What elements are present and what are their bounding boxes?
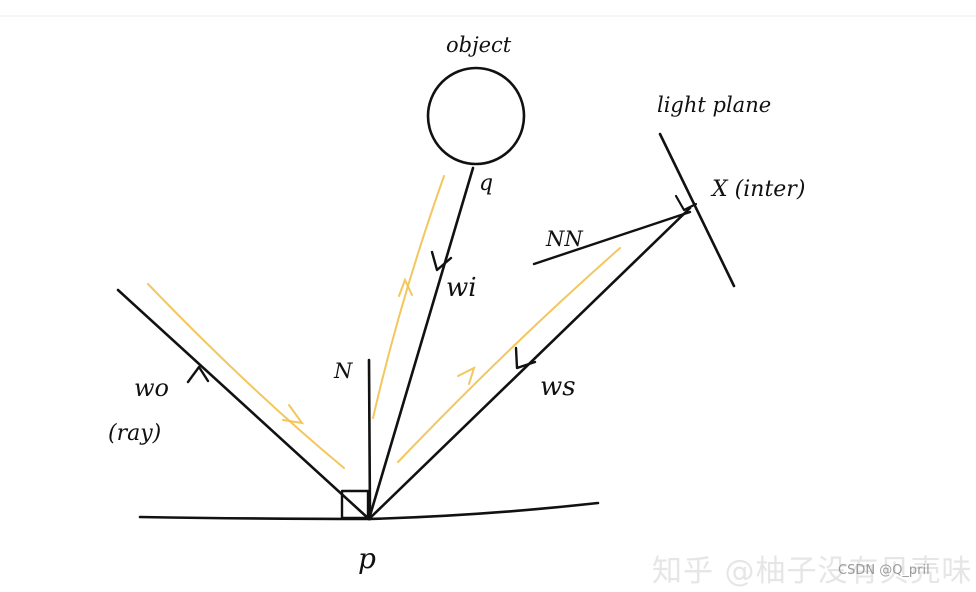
highlight-ws-arrow <box>457 366 476 385</box>
label-nn: NN <box>545 227 583 251</box>
csdn-watermark: CSDN @Q_pril <box>838 563 930 578</box>
wo-ray <box>116 288 371 521</box>
label-wo: wo <box>134 374 169 402</box>
wo-arrow <box>186 365 210 384</box>
highlight-ws <box>397 247 621 463</box>
zhihu-watermark: 知乎 @柚子没有贝壳味 <box>652 554 973 589</box>
right-angle-marker-x <box>674 194 698 212</box>
label-q: q <box>479 171 493 196</box>
label-ws: ws <box>540 372 576 402</box>
highlight-wi-arrow <box>398 277 413 297</box>
wi-arrow <box>430 250 453 272</box>
highlight-wo-arrow <box>282 404 305 425</box>
label-wi: wi <box>446 273 477 303</box>
highlight-wi <box>372 175 445 419</box>
nn-line <box>532 210 692 266</box>
label-p: p <box>358 542 376 575</box>
label-ray: (ray) <box>108 421 161 446</box>
wi-ray <box>367 166 475 521</box>
light-path-highlights <box>147 175 621 469</box>
right-angle-marker-p <box>340 489 370 520</box>
label-x-inter: X (inter) <box>710 177 805 202</box>
ws-arrow <box>514 346 537 370</box>
normal-line <box>367 358 372 521</box>
label-n: N <box>333 359 353 383</box>
light-plane <box>658 132 736 288</box>
label-light-plane: light plane <box>657 93 771 117</box>
object-sphere <box>426 66 526 166</box>
highlight-wo <box>147 283 345 469</box>
label-object: object <box>446 33 512 57</box>
